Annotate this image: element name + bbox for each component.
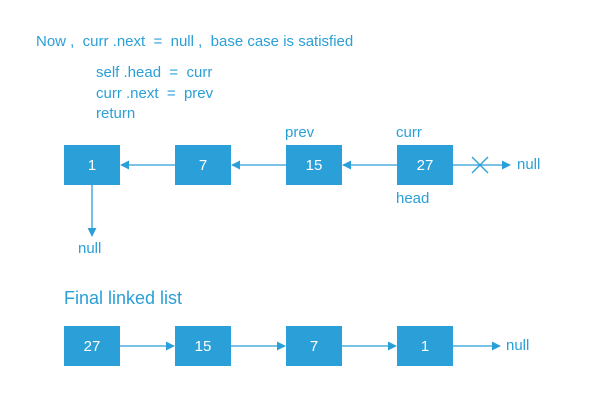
prev-pointer-label: prev [285,124,315,141]
code-line-2: curr .next = prev [96,85,214,102]
top-list-node-1: 1 [64,145,120,185]
head-pointer-label: head [396,190,430,207]
code-line-1: self .head = curr [96,64,213,81]
final-list-node-4: 1 [397,326,453,366]
curr-pointer-label: curr [396,124,422,141]
base-case-heading: Now , curr .next = null , base case is s… [36,33,354,50]
final-list-node-3: 7 [286,326,342,366]
final-list-node-2: 15 [175,326,231,366]
final-list-node-1: 27 [64,326,120,366]
cross-mark-icon [471,156,489,174]
top-list-node-2: 7 [175,145,231,185]
top-list-null-down: null [78,240,102,257]
top-list-node-4: 27 [397,145,453,185]
top-list-null-right: null [517,156,541,173]
code-line-3: return [96,105,136,122]
final-list-null: null [506,337,530,354]
top-list-node-3: 15 [286,145,342,185]
final-list-title: Final linked list [64,288,183,308]
